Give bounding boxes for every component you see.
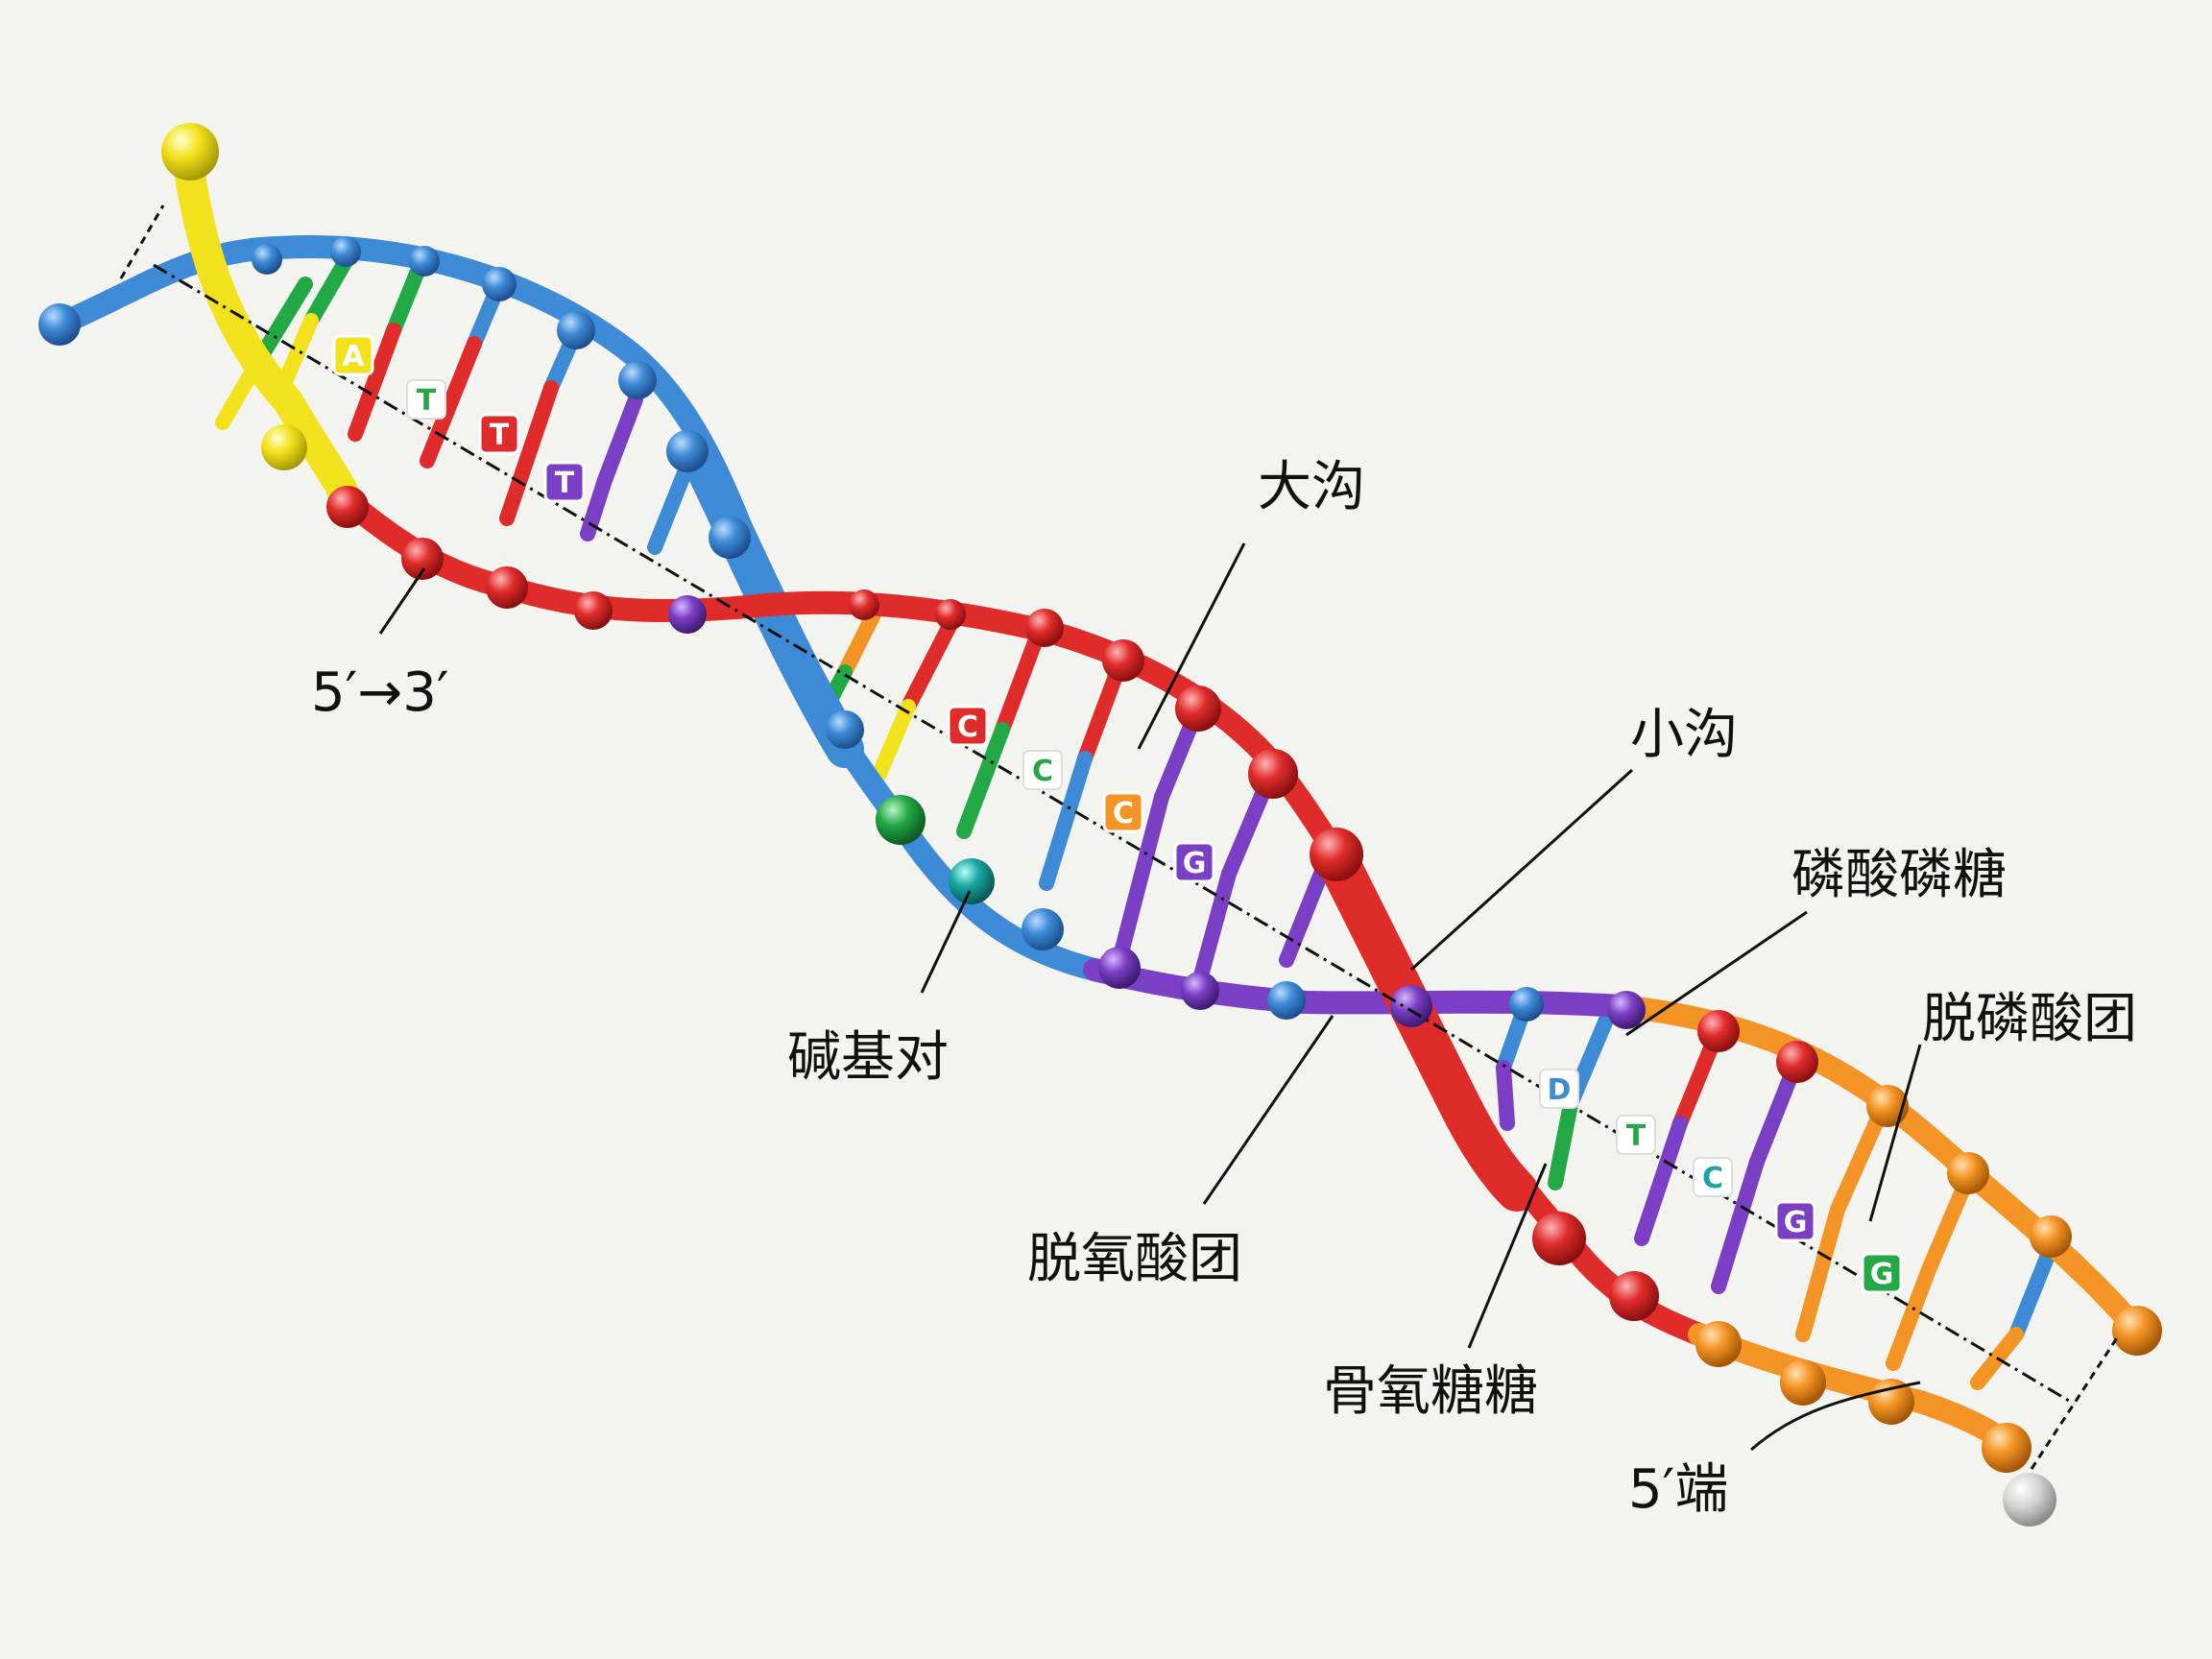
label-deoxy-phosphate-right: 脱磷酸团 [1922,988,2137,1050]
label-base-pair: 碱基对 [787,1026,949,1089]
base-tag-11: C [1693,1157,1733,1197]
base-tags: A T T T C C C G D T C G G [332,334,1903,1294]
base-letter-9: D [1548,1073,1572,1107]
helix-axis [119,204,2120,1470]
rung-19 [1795,1102,1889,1342]
leader-deoxy-phosphate-right [1868,1044,1922,1222]
base-tag-10: T [1616,1115,1656,1155]
strand-1-orange-segment [1611,995,2149,1342]
rung-14 [1279,856,1333,968]
label-minor-groove: 小沟 [1630,704,1738,766]
base-letter-12: G [1784,1206,1808,1239]
base-tag-2: T [406,379,446,420]
base-tag-6: C [1022,750,1063,790]
leader-five-prime-end [1750,1381,1921,1452]
helix-axis-line [153,263,2075,1406]
base-letter-2: T [417,384,437,418]
rung-9 [872,616,958,781]
rung-12 [1112,705,1204,968]
leader-minor-groove [1409,768,1634,972]
base-tag-4: T [543,461,586,503]
bottom-end-dashed-line [2030,1335,2120,1470]
annotation-labels: 大沟 小沟 5′→3′ 碱基对 磷酸磷糖 脱磷酸团 脱氧酸团 骨氧糖糖 5′端 [311,456,2137,1521]
base-tag-12: G [1774,1200,1816,1242]
label-five-prime-end: 5′端 [1628,1458,1728,1521]
label-direction: 5′→3′ [311,661,449,724]
base-letter-8: G [1183,847,1207,880]
leader-bone-sugar [1467,1163,1548,1349]
base-tag-13: G [1861,1252,1903,1294]
base-letter-6: C [1032,755,1053,788]
base-tag-8: G [1173,841,1215,883]
base-letter-5: C [957,710,978,744]
top-end-dashed-line [119,204,165,279]
leader-deoxy-phosphate-center [1202,1015,1334,1205]
leader-base-pair [920,890,972,994]
rung-7 [647,453,697,555]
base-letter-4: T [555,467,575,500]
leader-phosphate-sugar [1625,910,1808,1037]
label-major-groove: 大沟 [1258,456,1365,518]
rung-10 [956,624,1046,839]
base-letter-1: A [342,340,365,373]
nucleotide-spheres [38,123,2162,1527]
strand-2-orange-segment [1688,1323,2024,1461]
base-letter-10: T [1626,1119,1647,1153]
strand-2-yellow-segment [171,138,361,515]
rung-2 [276,253,353,392]
base-letter-11: C [1702,1162,1723,1195]
base-tag-3: T [478,413,520,455]
label-bone-sugar: 骨氧糖糖 [1323,1360,1538,1423]
leader-direction [378,567,426,635]
rung-21 [1970,1240,2058,1390]
base-letter-3: T [490,419,510,452]
rung-6 [580,392,643,541]
label-phosphate-sugar: 磷酸磷糖 [1791,844,2007,906]
leader-major-groove [1137,542,1246,750]
label-deoxy-phosphate-center: 脱氧酸团 [1027,1228,1242,1290]
base-tag-7: C [1102,791,1144,833]
base-letter-13: G [1870,1258,1894,1291]
base-tag-9: D [1539,1069,1579,1109]
leader-lines [378,542,1922,1452]
base-tag-1: A [332,334,374,376]
base-tag-5: C [947,705,989,747]
strand-2-red-segment [334,488,1711,1346]
strand-2-red-thick [1313,833,1538,1212]
base-letter-7: C [1113,797,1134,830]
base-pair-rungs [215,252,2058,1390]
